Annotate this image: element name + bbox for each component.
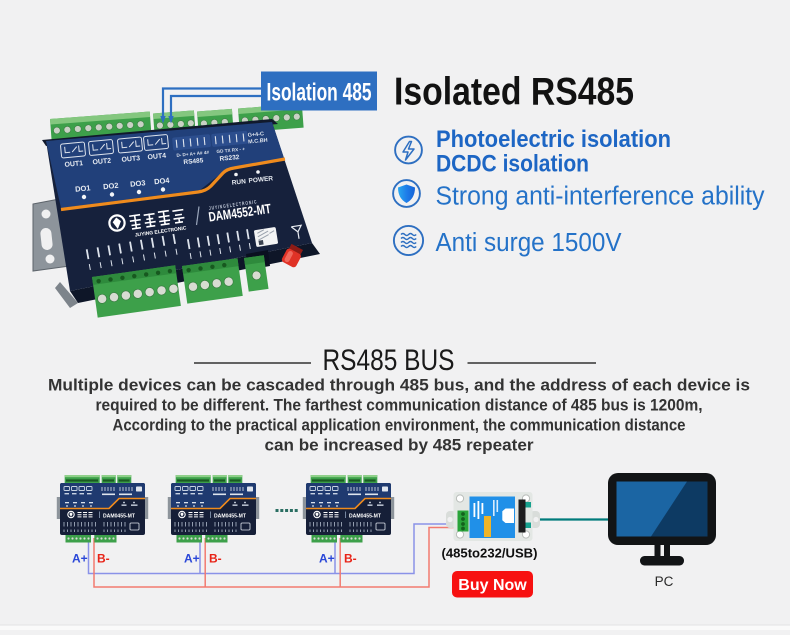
svg-text:can be increased by 485 repeat: can be increased by 485 repeater — [265, 436, 534, 455]
svg-text:OUT2: OUT2 — [92, 158, 111, 167]
svg-text:required to be different. The: required to be different. The farthest c… — [96, 396, 703, 415]
svg-text:M.C.BH: M.C.BH — [248, 138, 268, 146]
svg-text:A+: A+ — [319, 552, 335, 566]
svg-text:DO3: DO3 — [130, 178, 146, 188]
svg-text:POWER: POWER — [248, 175, 273, 185]
svg-text:A+: A+ — [72, 552, 88, 566]
svg-text:RUN: RUN — [231, 178, 246, 186]
svg-text:B-: B- — [97, 552, 110, 566]
svg-text:RS485: RS485 — [183, 157, 204, 166]
svg-text:Buy Now: Buy Now — [458, 577, 527, 594]
svg-text:Isolated RS485: Isolated RS485 — [394, 71, 634, 114]
svg-text:PC: PC — [655, 574, 674, 589]
svg-text:B-: B- — [344, 552, 357, 566]
svg-text:(485to232/USB): (485to232/USB) — [442, 546, 538, 561]
svg-text:G+4-C: G+4-C — [247, 131, 264, 139]
svg-text:Isolation 485: Isolation 485 — [267, 79, 372, 107]
svg-text:OUT3: OUT3 — [121, 155, 140, 164]
svg-text:B-: B- — [209, 552, 222, 566]
svg-text:OUT1: OUT1 — [64, 160, 83, 169]
svg-text:RS232: RS232 — [219, 154, 240, 163]
svg-text:Anti surge 1500V: Anti surge 1500V — [436, 229, 622, 257]
svg-text:D- D+ A+ A# 4#: D- D+ A+ A# 4# — [176, 150, 209, 158]
svg-text:According to the practical app: According to the practical application e… — [113, 416, 686, 435]
svg-text:Strong anti-interference abili: Strong anti-interference ability — [436, 183, 765, 211]
svg-text:Photoelectric isolation: Photoelectric isolation — [436, 126, 671, 153]
svg-text:OUT4: OUT4 — [147, 153, 166, 162]
svg-text:A+: A+ — [184, 552, 200, 566]
svg-text:GD TX RX - +: GD TX RX - + — [216, 146, 245, 154]
svg-text:DCDC isolation: DCDC isolation — [436, 151, 589, 178]
svg-text:DO1: DO1 — [75, 183, 91, 193]
svg-text:DO4: DO4 — [154, 176, 171, 187]
svg-text:DO2: DO2 — [103, 181, 119, 191]
svg-text:RS485 BUS: RS485 BUS — [323, 344, 455, 377]
svg-text:Multiple devices can be cascad: Multiple devices can be cascaded through… — [48, 376, 750, 395]
